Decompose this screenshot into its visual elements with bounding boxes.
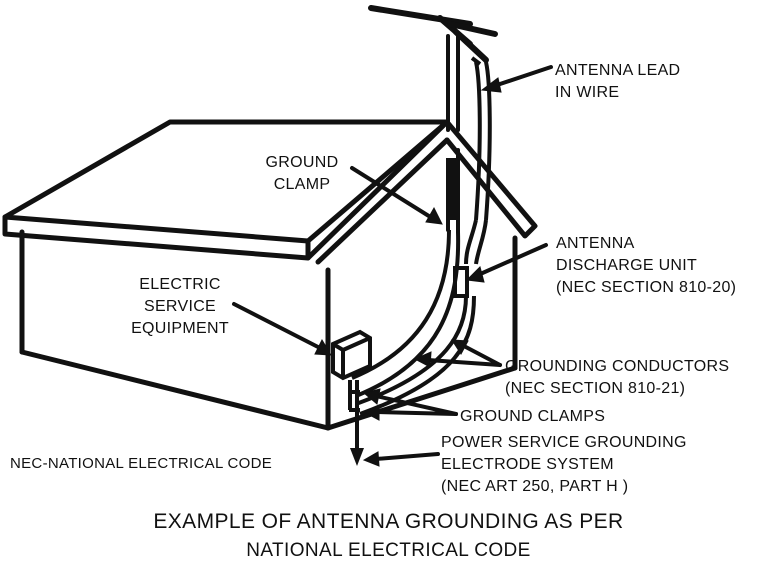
label-antenna-lead-line2: IN WIRE bbox=[555, 84, 620, 101]
label-power-service: POWER SERVICE GROUNDING ELECTRODE SYSTEM… bbox=[441, 432, 687, 498]
label-electric-service-line2: SERVICE bbox=[143, 298, 217, 315]
label-ground-clamps: GROUND CLAMPS bbox=[460, 408, 606, 425]
leader-ground-clamp bbox=[350, 166, 443, 225]
ground-rod bbox=[348, 380, 360, 448]
label-electric-service: ELECTRIC SERVICE EQUIPMENT bbox=[120, 274, 240, 340]
house-roof bbox=[2, 119, 538, 265]
label-nec-note: NEC-NATIONAL ELECTRICAL CODE bbox=[10, 455, 273, 472]
label-grounding-conductors: GROUNDING CONDUCTORS (NEC SECTION 810-21… bbox=[505, 356, 729, 400]
electric-service-box bbox=[331, 329, 372, 381]
label-electric-service-line1: ELECTRIC bbox=[139, 276, 221, 293]
antenna bbox=[368, 5, 498, 63]
label-power-service-line2: ELECTRODE SYSTEM bbox=[441, 456, 614, 473]
antenna-lead-in-wire bbox=[464, 56, 492, 265]
caption-line2: NATIONAL ELECTRICAL CODE bbox=[246, 540, 531, 561]
label-antenna-discharge-line2: DISCHARGE UNIT bbox=[556, 257, 698, 274]
leader-electric-service bbox=[232, 302, 332, 356]
label-grounding-conductors-line2: (NEC SECTION 810-21) bbox=[505, 380, 686, 397]
label-antenna-lead: ANTENNA LEAD IN WIRE bbox=[555, 60, 680, 104]
leader-antenna-lead bbox=[480, 65, 553, 93]
label-antenna-discharge-line1: ANTENNA bbox=[556, 235, 635, 252]
caption-line1: EXAMPLE OF ANTENNA GROUNDING AS PER bbox=[153, 510, 624, 533]
leader-antenna-discharge bbox=[465, 243, 548, 283]
label-electric-service-line3: EQUIPMENT bbox=[131, 320, 229, 337]
label-ground-clamp-line2: CLAMP bbox=[273, 176, 331, 193]
leader-grounding-conductors bbox=[413, 339, 502, 368]
label-antenna-lead-line1: ANTENNA LEAD bbox=[555, 62, 681, 79]
label-power-service-line3: (NEC ART 250, PART H ) bbox=[441, 478, 629, 495]
leader-ground-clamps bbox=[362, 388, 458, 421]
ground-rod-tip bbox=[350, 448, 364, 466]
mast-ground-clamp bbox=[446, 158, 460, 220]
label-antenna-discharge-line3: (NEC SECTION 810-20) bbox=[556, 279, 737, 296]
label-grounding-conductors-line1: GROUNDING CONDUCTORS bbox=[505, 358, 730, 375]
label-ground-clamp: GROUND CLAMP bbox=[252, 152, 352, 196]
leader-power-service bbox=[362, 451, 440, 467]
label-power-service-line1: POWER SERVICE GROUNDING bbox=[441, 434, 687, 451]
label-ground-clamp-line1: GROUND bbox=[265, 154, 339, 171]
label-antenna-discharge: ANTENNA DISCHARGE UNIT (NEC SECTION 810-… bbox=[556, 233, 736, 299]
house-side-wall bbox=[19, 229, 331, 431]
